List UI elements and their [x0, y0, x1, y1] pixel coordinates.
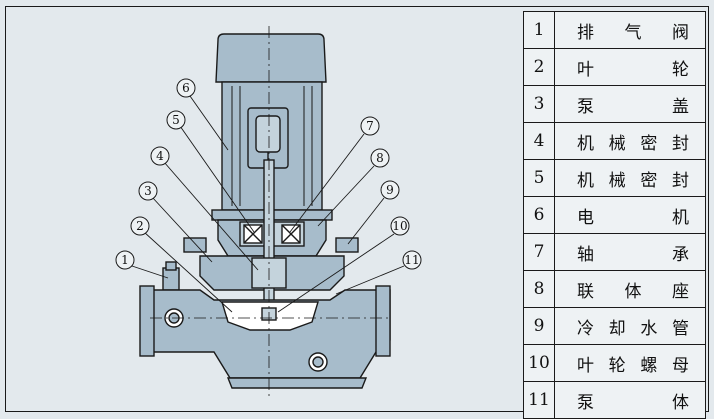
- part-name: 泵 盖: [554, 85, 706, 123]
- cooling-pipe-left: [183, 237, 207, 253]
- outlet-flange: [375, 285, 391, 357]
- callout-number: 5: [172, 113, 180, 127]
- callout-bubble: 6: [176, 78, 196, 98]
- part-name: 轴 承: [554, 233, 706, 271]
- vent-valve: [162, 267, 180, 291]
- callout-bubble: 9: [380, 180, 400, 200]
- callout-bubble: 11: [402, 250, 422, 270]
- inlet-flange: [139, 285, 155, 357]
- part-name: 叶 轮: [554, 48, 706, 86]
- part-number: 7: [523, 233, 555, 271]
- part-name: 机械密封: [554, 122, 706, 160]
- callout-number: 3: [144, 184, 152, 198]
- callout-bubble: 7: [360, 116, 380, 136]
- callout-bubble: 8: [370, 148, 390, 168]
- callout-number: 9: [386, 183, 394, 197]
- part-number: 8: [523, 270, 555, 308]
- cooling-pipe-right: [335, 237, 359, 253]
- part-number: 10: [523, 344, 555, 382]
- pump-base: [226, 377, 368, 389]
- callout-bubble: 1: [115, 250, 135, 270]
- callout-bubble: 10: [390, 216, 410, 236]
- part-name: 电 机: [554, 196, 706, 234]
- callout-bubble: 4: [150, 146, 170, 166]
- callout-number: 6: [182, 81, 190, 95]
- part-number: 3: [523, 85, 555, 123]
- part-name: 联 体 座: [554, 270, 706, 308]
- part-number: 5: [523, 159, 555, 197]
- part-number: 9: [523, 307, 555, 345]
- callout-number: 8: [376, 151, 384, 165]
- callout-number: 4: [156, 149, 164, 163]
- outer-frame: [5, 6, 709, 412]
- callout-bubble: 5: [166, 110, 186, 130]
- part-name: 排 气 阀: [554, 11, 706, 49]
- motor-fan-cover: [215, 33, 327, 83]
- callout-number: 1: [121, 253, 129, 267]
- part-number: 1: [523, 11, 555, 49]
- callout-number: 11: [404, 253, 419, 267]
- part-number: 6: [523, 196, 555, 234]
- part-number: 11: [523, 381, 555, 419]
- part-number: 4: [523, 122, 555, 160]
- part-name: 叶轮螺母: [554, 344, 706, 382]
- callout-bubble: 3: [138, 181, 158, 201]
- part-name: 冷却水管: [554, 307, 706, 345]
- part-number: 2: [523, 48, 555, 86]
- callout-number: 2: [136, 219, 144, 233]
- part-name: 泵 体: [554, 381, 706, 419]
- part-name: 机械密封: [554, 159, 706, 197]
- callout-bubble: 2: [130, 216, 150, 236]
- callout-number: 7: [366, 119, 374, 133]
- callout-number: 10: [392, 219, 407, 233]
